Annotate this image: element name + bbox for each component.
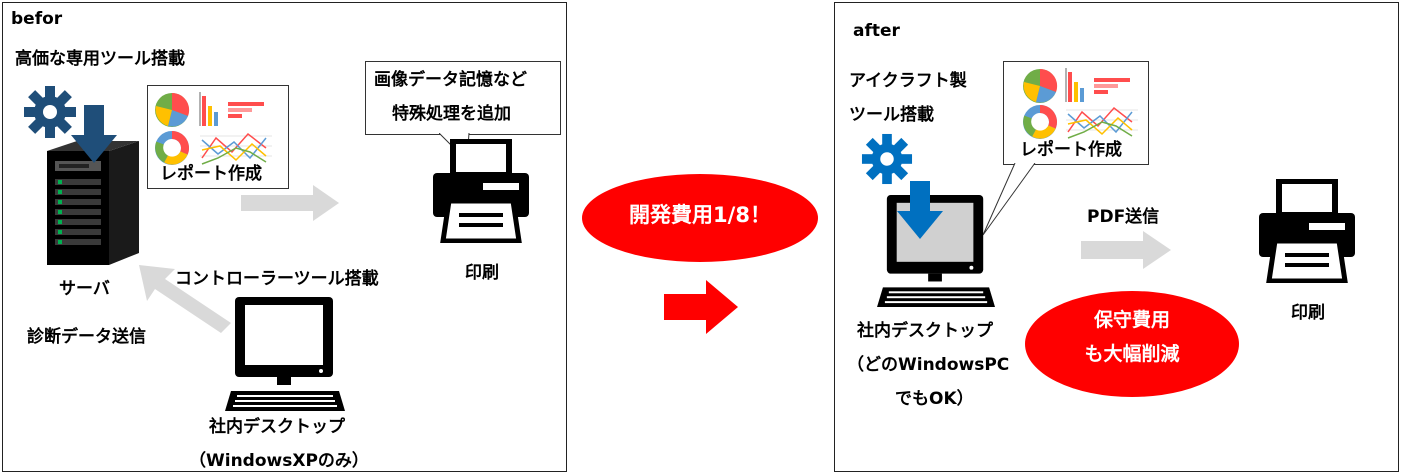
cost-badge-text: 開発費用1/8！ [629, 203, 771, 227]
desktop-label: 社内デスクトップ [857, 321, 993, 341]
desktop-label: 社内デスクトップ [209, 417, 345, 437]
gear-icon [24, 86, 76, 138]
desktop-note-line1: （どのWindowsPC [847, 355, 1010, 375]
tool-line2: ツール搭載 [849, 105, 934, 125]
diag-label: 診断データ送信 [27, 327, 146, 347]
maint-line2: も大幅削減 [1084, 343, 1180, 365]
line-chart-icon [1066, 106, 1138, 139]
report-label: レポート作成 [160, 164, 262, 184]
controller-label: コントローラーツール搭載 [175, 269, 379, 289]
cost-badge [582, 174, 818, 262]
server-tool-label: 高価な専用ツール搭載 [15, 49, 185, 69]
line-chart-icon [200, 132, 272, 165]
gear-icon [861, 133, 913, 185]
pie-chart-icon [155, 92, 190, 127]
donut-chart-icon [155, 131, 189, 165]
printer-note-callout: 画像データ記憶など 特殊処理を追加 [365, 61, 561, 135]
print-label: 印刷 [1291, 303, 1325, 323]
printer-note-line2: 特殊処理を追加 [392, 104, 511, 124]
printer-icon [433, 139, 529, 243]
print-label: 印刷 [465, 263, 499, 283]
download-arrow-icon [897, 181, 943, 239]
pdf-send-arrow [1081, 231, 1171, 269]
transition-arrow [664, 280, 738, 334]
server-icon [47, 141, 139, 265]
download-arrow-icon [71, 105, 117, 163]
before-panel: befor 高価な専用ツール搭載 [2, 2, 567, 472]
desktop-os-label: （WindowsXPのみ） [189, 451, 369, 471]
send-arrow [241, 185, 339, 221]
tool-line1: アイクラフト製 [849, 71, 967, 91]
maint-line1: 保守費用 [1093, 309, 1170, 331]
pdf-label: PDF送信 [1087, 207, 1160, 227]
printer-note-line1: 画像データ記憶など [374, 70, 527, 90]
diag-arrow [139, 265, 231, 333]
pie-chart-icon [1023, 68, 1058, 103]
report-label: レポート作成 [1020, 140, 1122, 160]
desktop-computer-icon [225, 297, 345, 411]
printer-icon [1259, 179, 1355, 283]
server-label: サーバ [59, 279, 110, 299]
donut-chart-icon [1023, 105, 1057, 139]
after-title: after [853, 21, 900, 41]
maintenance-badge [1025, 291, 1239, 397]
bar-chart-icon [199, 92, 264, 126]
bar-chart-icon [1065, 68, 1130, 102]
before-title: befor [11, 9, 63, 29]
report-callout: レポート作成 [1003, 61, 1149, 165]
report-callout: レポート作成 [147, 85, 289, 189]
after-panel: after アイクラフト製 ツール搭載 [834, 2, 1399, 472]
desktop-note-line2: でもOK） [895, 389, 974, 409]
